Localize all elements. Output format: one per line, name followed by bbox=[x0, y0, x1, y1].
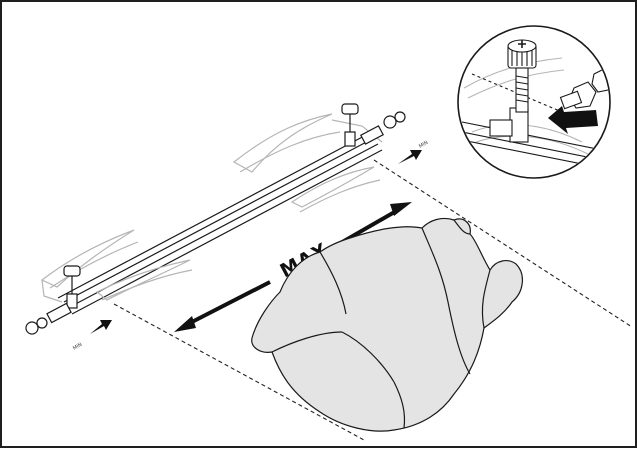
rotisserie-spit-icon bbox=[57, 133, 383, 315]
push-arrow-icon bbox=[548, 106, 598, 134]
min-label-right: MIN bbox=[418, 140, 429, 150]
spit-fork-icon bbox=[232, 113, 383, 213]
spit-fork-icon bbox=[40, 229, 193, 303]
min-label-left: MIN bbox=[72, 342, 83, 352]
chicken-icon bbox=[251, 217, 523, 432]
right-min-indicator: MIN bbox=[398, 140, 429, 164]
magnifier-detail-icon bbox=[457, 25, 611, 179]
right-clamp bbox=[341, 103, 406, 147]
left-clamp bbox=[25, 265, 81, 335]
left-min-indicator: MIN bbox=[72, 320, 112, 352]
thumb-screw-icon bbox=[507, 39, 537, 113]
